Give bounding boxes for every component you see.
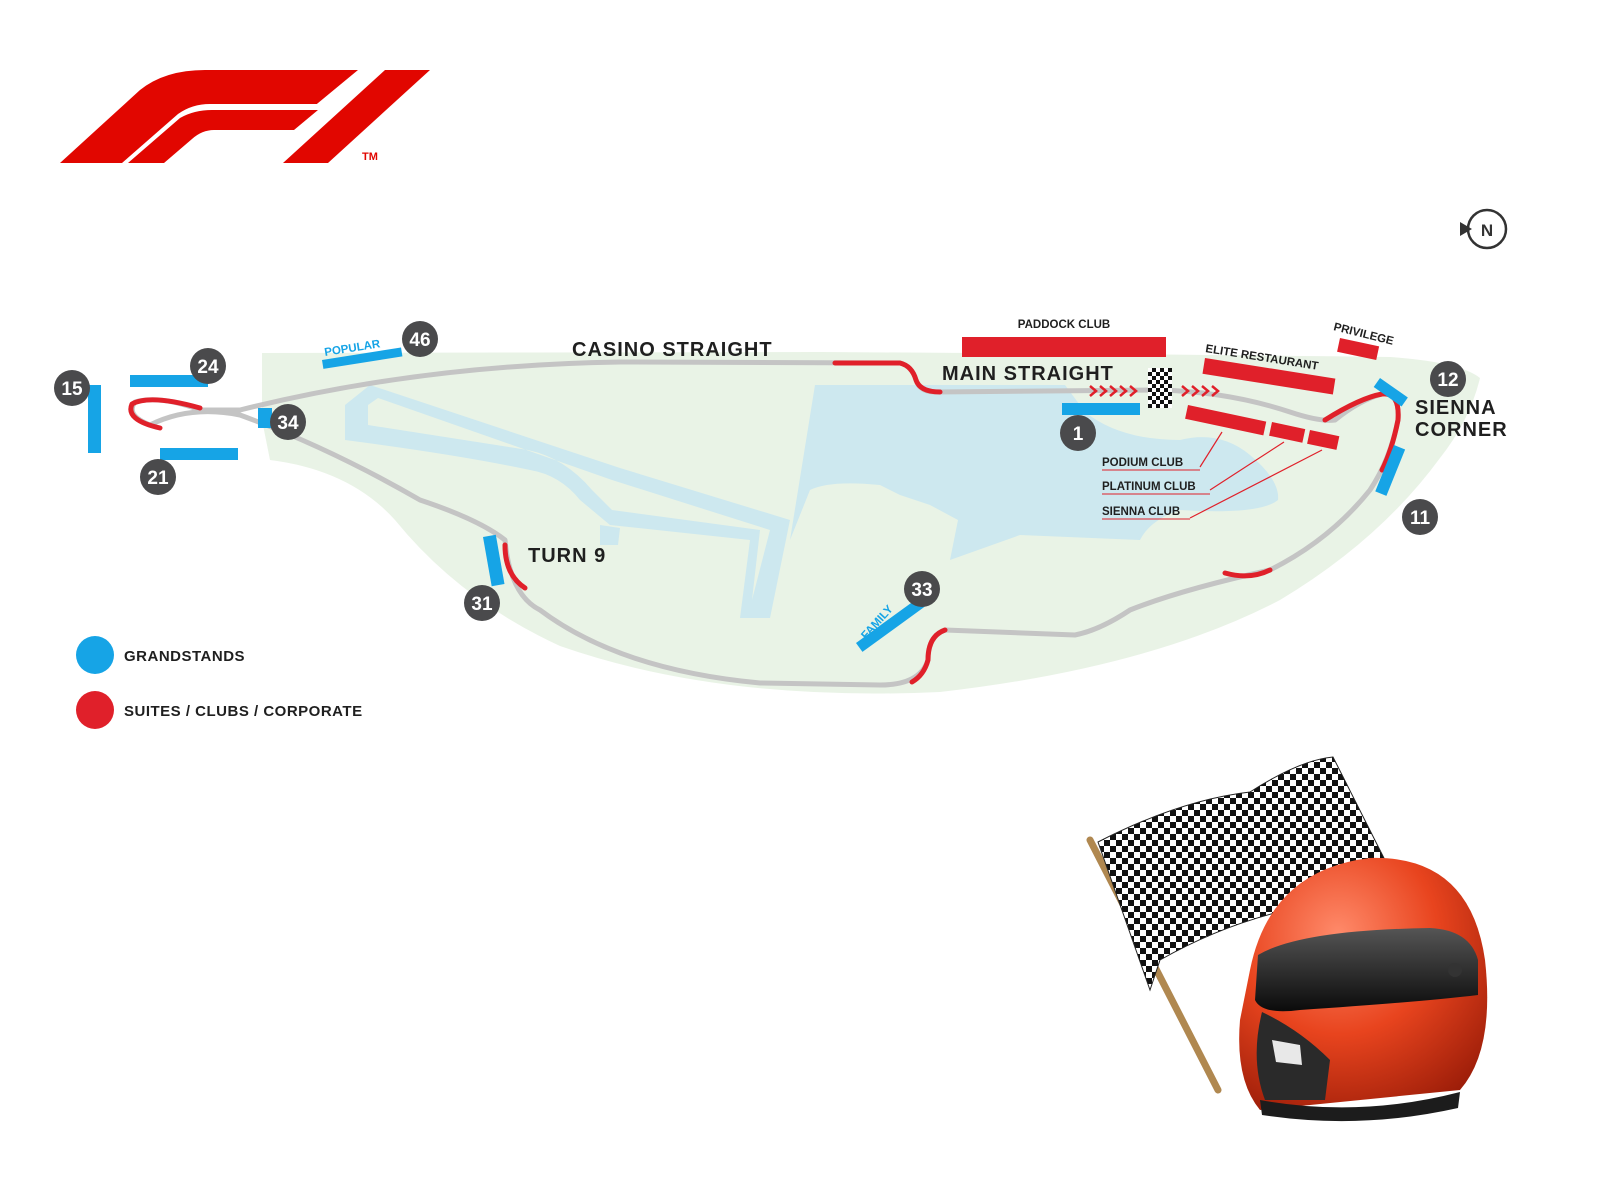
badge-24[interactable]: 24 [190,348,226,384]
basin-inlet [600,525,620,545]
badge-21[interactable]: 21 [140,459,176,495]
svg-text:1: 1 [1073,424,1084,445]
compass-north-label: N [1481,221,1493,240]
svg-text:31: 31 [471,594,493,615]
start-finish-line [1148,368,1172,408]
racing-helmet-icon [1239,857,1488,1122]
grandstand-34-block[interactable] [258,408,272,428]
casino-straight-label: CASINO STRAIGHT [572,339,773,361]
badge-31[interactable]: 31 [464,585,500,621]
grandstands-layer [88,347,1408,652]
grandstand-24-block[interactable] [130,375,208,387]
grandstand-21-block[interactable] [160,448,238,460]
compass-icon[interactable]: N [1460,208,1508,250]
badge-11[interactable]: 11 [1402,499,1438,535]
legend-suites-swatch [76,691,114,729]
suite-elite-restaurant[interactable] [1202,358,1336,395]
suites-layer: PADDOCK CLUB ELITE RESTAURANT PRIVILEGE … [962,319,1395,520]
badge-46[interactable]: 46 [402,321,438,357]
legend-suites-label: SUITES / CLUBS / CORPORATE [124,703,363,720]
paddock-club-label: PADDOCK CLUB [1018,319,1110,331]
svg-text:12: 12 [1437,370,1458,391]
trademark-label: TM [362,151,378,163]
badge-1[interactable]: 1 [1060,415,1096,451]
legend-grandstands-swatch [76,636,114,674]
svg-text:24: 24 [197,357,219,378]
rowing-basin [345,385,790,618]
svg-text:11: 11 [1410,508,1431,529]
grandstand-badges: 15 24 21 34 46 31 33 1 12 11 [54,321,1466,621]
legend: GRANDSTANDS SUITES / CLUBS / CORPORATE [76,636,363,729]
turn-9-label: TURN 9 [528,545,606,567]
svg-text:46: 46 [409,330,430,351]
sienna-club-label: SIENNA CLUB [1102,506,1180,518]
svg-text:21: 21 [147,468,169,489]
svg-text:33: 33 [911,580,932,601]
circuit-track [128,359,1401,688]
park-island [262,352,1480,694]
sienna-corner-label-line2: CORNER [1415,419,1508,441]
svg-text:34: 34 [277,413,299,434]
sienna-corner-label-line1: SIENNA [1415,397,1497,419]
svg-text:15: 15 [61,379,83,400]
grandstand-1-block[interactable] [1062,403,1140,415]
suite-platinum-club[interactable] [1269,421,1306,443]
start-chevrons [1089,385,1220,397]
grandstand-33-block[interactable] [856,595,928,652]
suite-paddock-club[interactable] [962,337,1166,357]
badge-33[interactable]: 33 [904,571,940,607]
badge-12[interactable]: 12 [1430,361,1466,397]
f1-logo [60,70,430,163]
lake [790,385,1279,560]
grandstand-31-block[interactable] [483,534,505,587]
suite-privilege[interactable] [1337,338,1380,361]
badge-34[interactable]: 34 [270,404,306,440]
suite-podium-club[interactable] [1185,404,1267,436]
suite-sienna-club[interactable] [1307,429,1340,450]
badge-15[interactable]: 15 [54,370,90,406]
grandstand-15-block[interactable] [88,385,101,453]
grandstand-11-block[interactable] [1375,445,1406,496]
legend-grandstands-label: GRANDSTANDS [124,648,245,665]
main-straight-label: MAIN STRAIGHT [942,363,1114,385]
platinum-club-label: PLATINUM CLUB [1102,481,1196,493]
podium-club-label: PODIUM CLUB [1102,457,1183,469]
grandstand-46-block[interactable] [322,347,403,369]
grandstand-12-block[interactable] [1373,378,1408,407]
